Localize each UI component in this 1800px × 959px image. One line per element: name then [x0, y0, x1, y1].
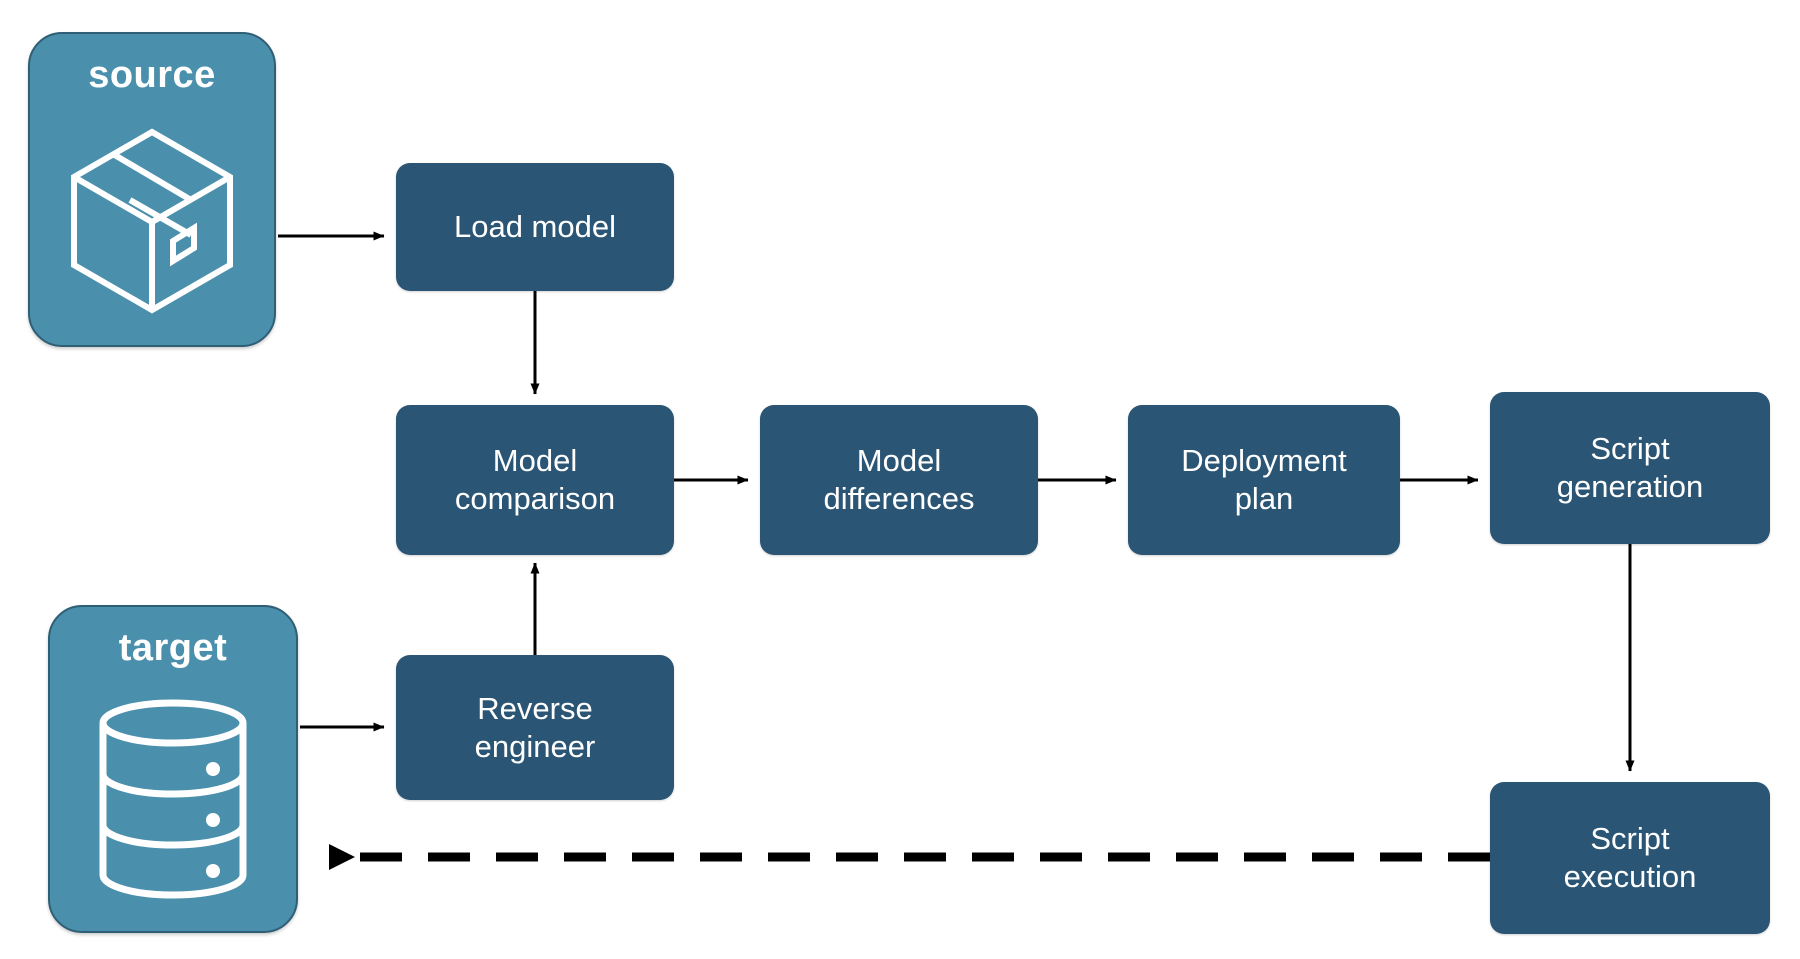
endpoint-card-source[interactable]: source — [28, 32, 276, 347]
endpoint-label-target: target — [118, 627, 228, 669]
endpoint-card-target[interactable]: target — [48, 605, 298, 933]
package-box-icon — [30, 94, 274, 345]
process-box-script-generation[interactable]: Script generation — [1490, 392, 1770, 544]
process-label-script-execution: Script execution — [1563, 821, 1697, 894]
process-label-script-generation: Script generation — [1556, 431, 1704, 504]
process-box-model-differences[interactable]: Model differences — [760, 405, 1038, 555]
database-cylinder-icon — [50, 667, 296, 931]
process-label-deployment-plan: Deployment plan — [1181, 443, 1347, 516]
process-label-model-comparison: Model comparison — [454, 443, 616, 516]
process-label-load-model: Load model — [453, 209, 616, 245]
process-label-reverse-engineer: Reverse engineer — [474, 690, 596, 764]
process-box-script-execution[interactable]: Script execution — [1490, 782, 1770, 934]
process-box-model-comparison[interactable]: Model comparison — [396, 405, 674, 555]
process-label-model-differences: Model differences — [823, 443, 975, 516]
process-box-deployment-plan[interactable]: Deployment plan — [1128, 405, 1400, 555]
endpoint-label-source: source — [88, 54, 216, 96]
process-box-load-model[interactable]: Load model — [396, 163, 674, 291]
process-box-reverse-engineer[interactable]: Reverse engineer — [396, 655, 674, 800]
